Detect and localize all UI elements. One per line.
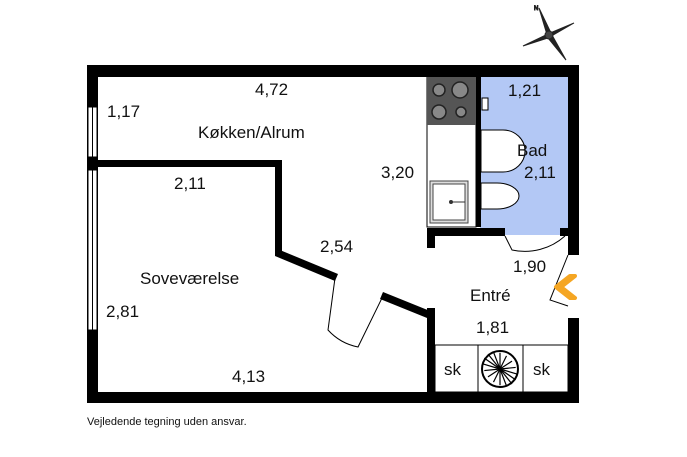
- closet-label: sk: [444, 360, 462, 379]
- wall-top: [87, 65, 579, 77]
- wall-bath-bottom-end: [560, 228, 568, 236]
- bedroom-dim-top: 2,11: [174, 174, 206, 193]
- svg-text:N: N: [534, 6, 538, 12]
- bedroom-name: Soveværelse: [140, 269, 239, 288]
- entry-dim-bottom: 1,81: [476, 318, 509, 337]
- wall-entry-left: [427, 308, 435, 393]
- toilet: [480, 182, 520, 210]
- windows: [87, 106, 98, 331]
- entrance-arrow-icon: [554, 274, 577, 300]
- wall-bath-left: [476, 77, 481, 227]
- bedroom-dim-bottom: 4,13: [232, 367, 265, 386]
- bedroom-dim-left: 2,81: [106, 302, 139, 321]
- entry-name: Entré: [470, 286, 511, 305]
- bath-fixtures: [480, 97, 526, 210]
- wall-bedroom-top: [98, 160, 282, 167]
- wall-bedroom-diag-1: [275, 248, 338, 281]
- compass-rose-icon: N: [522, 6, 575, 61]
- wall-bedroom-right: [275, 160, 282, 252]
- ventilation-fan-icon: [481, 350, 519, 388]
- kitchen-dim-left: 1,17: [107, 102, 140, 121]
- wall-right-lower: [568, 318, 579, 403]
- kitchen-dim-right: 3,20: [381, 163, 414, 182]
- door-bath: [504, 235, 566, 252]
- door-bedroom: [327, 277, 384, 348]
- washbasin: [480, 129, 526, 173]
- doors: [327, 235, 569, 348]
- wall-bath-bottom: [427, 228, 505, 236]
- sink: [429, 180, 469, 224]
- closets: [434, 344, 569, 393]
- stove-burners: [431, 81, 469, 120]
- wall-kitchen-stub: [427, 228, 435, 248]
- kitchen-dim-top: 4,72: [255, 80, 288, 99]
- door-entry: [549, 254, 569, 307]
- wall-bedroom-diag-2: [380, 292, 435, 320]
- bedroom-dim-diag: 2,54: [320, 237, 353, 256]
- kitchen-name: Køkken/Alrum: [198, 123, 305, 142]
- entry-dim-side: 1,90: [513, 257, 546, 276]
- bath-name: Bad: [517, 141, 547, 160]
- closet-label: sk: [533, 360, 551, 379]
- wall-bottom: [87, 392, 579, 403]
- bath-dim-side: 2,11: [524, 163, 556, 182]
- bath-dim-top: 1,21: [508, 81, 541, 100]
- disclaimer: Vejledende tegning uden ansvar.: [87, 416, 247, 428]
- wall-right-upper: [568, 65, 579, 255]
- shower-icon: [481, 97, 489, 111]
